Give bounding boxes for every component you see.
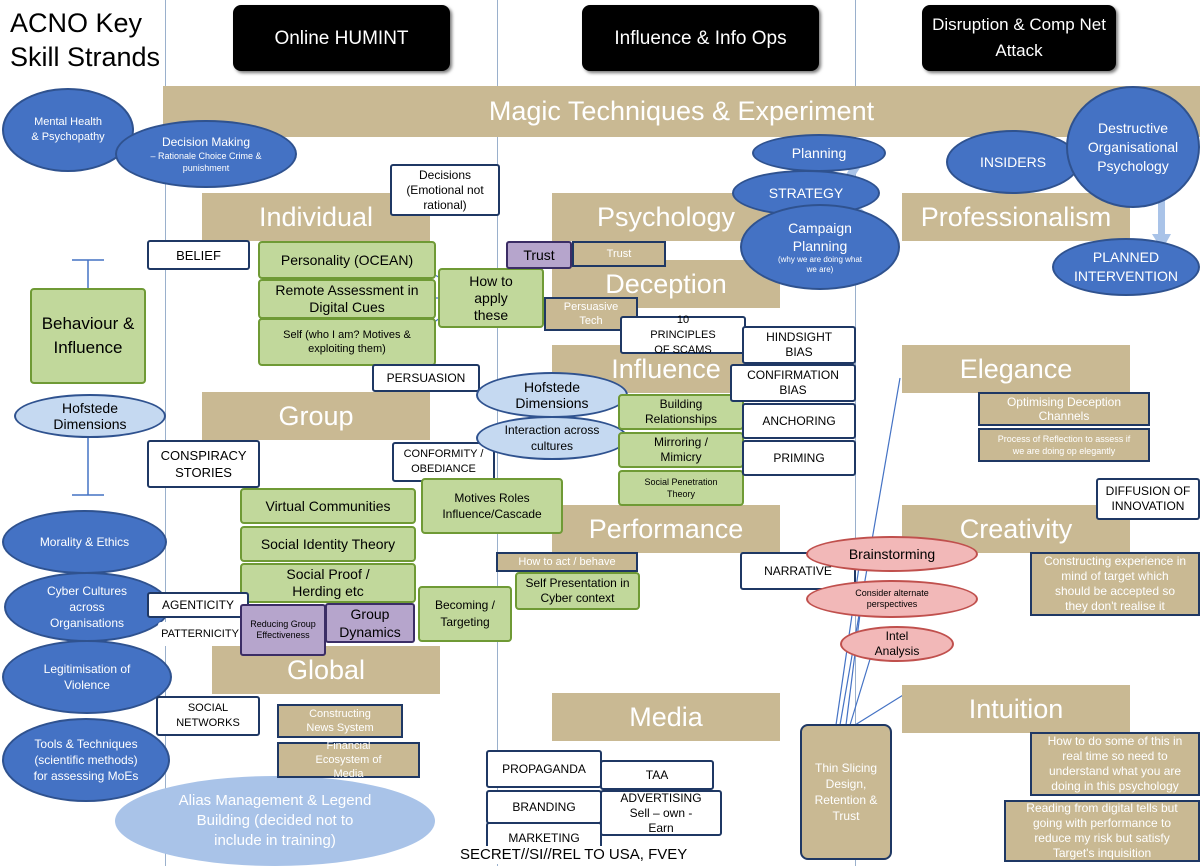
brainstorming-ellipse: Brainstorming — [806, 536, 978, 572]
cloud-insiders: INSIDERS — [946, 130, 1080, 194]
narrative-box: NARRATIVE — [740, 552, 856, 590]
trust-tan-box: Trust — [572, 241, 666, 267]
persuasive-tech-box: Persuasive Tech — [544, 297, 638, 331]
band-deception: Deception — [552, 260, 780, 308]
band-individual: Individual — [202, 193, 430, 241]
optimising-deception-box: Optimising Deception Channels — [978, 392, 1150, 426]
band-creativity: Creativity — [902, 505, 1130, 553]
band-performance: Performance — [552, 505, 780, 553]
cloud-morality-ethics: Morality & Ethics — [2, 510, 167, 574]
group-dynamics-box: Group Dynamics — [325, 603, 415, 643]
conformity-box: CONFORMITY / OBEDIANCE — [392, 442, 495, 482]
motives-roles-box: Motives Roles Influence/Cascade — [421, 478, 563, 534]
constructing-experience-box: Constructing experience in mind of targe… — [1030, 552, 1200, 616]
thin-slicing-box: Thin Slicing Design, Retention & Trust — [800, 724, 892, 860]
hofstede-dimensions-left: Hofstede Dimensions — [14, 394, 166, 438]
campaign-planning-sublabel: (why we are doing what we are) — [777, 255, 863, 274]
band-intuition: Intuition — [902, 685, 1130, 733]
band-media: Media — [552, 693, 780, 741]
hofstede-dimensions-mid: Hofstede Dimensions — [476, 372, 628, 418]
band-group: Group — [202, 392, 430, 440]
band-professionalism: Professionalism — [902, 193, 1130, 241]
cloud-campaign-planning: Campaign Planning (why we are doing what… — [740, 204, 900, 290]
cloud-alias-management: Alias Management & Legend Building (deci… — [115, 776, 435, 866]
alternate-perspectives-ellipse: Consider alternate perspectives — [806, 580, 978, 618]
cloud-cyber-cultures: Cyber Cultures across Organisations — [4, 572, 170, 642]
cloud-planning: Planning — [752, 134, 886, 172]
cloud-decision-making: Decision Making – Rationale Choice Crime… — [115, 120, 297, 188]
behaviour-influence-box: Behaviour & Influence — [30, 288, 146, 384]
ten-principles-scams-box: 10 PRINCIPLES OF SCAMS — [620, 314, 746, 356]
branding-box: BRANDING — [486, 790, 602, 824]
how-to-apply-box: How to apply these — [438, 268, 544, 328]
how-to-act-box: How to act / behave — [496, 552, 638, 572]
remote-assessment-box: Remote Assessment in Digital Cues — [258, 279, 436, 319]
real-time-box: How to do some of this in real time so n… — [1030, 732, 1200, 796]
social-penetration-box: Social Penetration Theory — [618, 470, 744, 506]
decision-making-label: Decision Making — [161, 135, 251, 149]
campaign-planning-label: Campaign Planning — [788, 220, 852, 254]
taa-box: TAA — [600, 760, 714, 790]
cloud-legitimisation: Legitimisation of Violence — [2, 640, 172, 714]
cloud-mental-health: Mental Health & Psychopathy — [2, 88, 134, 172]
cloud-tools-techniques: Tools & Techniques (scientific methods) … — [2, 718, 170, 802]
constructing-news-box: Constructing News System — [277, 704, 403, 738]
header-online-humint: Online HUMINT — [233, 5, 450, 71]
becoming-targeting-box: Becoming / Targeting — [418, 586, 512, 642]
personality-ocean-box: Personality (OCEAN) — [258, 241, 436, 279]
financial-ecosystem-box: Financial Ecosystem of Media — [277, 740, 420, 780]
advertising-box: ADVERTISING Sell – own - Earn — [600, 790, 722, 836]
social-networks-box: SOCIAL NETWORKS — [156, 696, 260, 736]
confirmation-bias-box: CONFIRMATION BIAS — [730, 364, 856, 402]
social-identity-box: Social Identity Theory — [240, 526, 416, 562]
band-global: Global — [212, 646, 440, 694]
agenticity-box: AGENTICITY — [147, 592, 249, 618]
reading-digital-tells-box: Reading from digital tells but going wit… — [1004, 800, 1200, 862]
persuasion-box: PERSUASION — [372, 364, 480, 392]
decision-making-sublabel: – Rationale Choice Crime & punishment — [150, 151, 262, 173]
trust-purple-box: Trust — [506, 241, 572, 269]
belief-box: BELIEF — [147, 240, 250, 270]
anchoring-box: ANCHORING — [742, 403, 856, 439]
priming-box: PRIMING — [742, 440, 856, 476]
column-divider-1 — [165, 0, 166, 866]
diffusion-innovation-box: DIFFUSION OF INNOVATION — [1096, 478, 1200, 520]
cloud-destructive-org-psych: Destructive Organisational Psychology — [1066, 86, 1200, 208]
cloud-planned-intervention: PLANNED INTERVENTION — [1052, 238, 1200, 296]
intel-analysis-ellipse: Intel Analysis — [840, 626, 954, 662]
virtual-communities-box: Virtual Communities — [240, 488, 416, 524]
interaction-cultures-ellipse: Interaction across cultures — [476, 416, 628, 460]
social-proof-box: Social Proof / Herding etc — [240, 563, 416, 603]
classification-footer: SECRET//SI//REL TO USA, FVEY — [460, 846, 720, 864]
header-disruption: Disruption & Comp Net Attack — [922, 5, 1116, 71]
header-influence-info-ops: Influence & Info Ops — [582, 5, 819, 71]
conspiracy-stories-box: CONSPIRACY STORIES — [147, 440, 260, 488]
page-title: ACNO Key Skill Strands — [10, 8, 161, 72]
self-motives-box: Self (who I am? Motives & exploiting the… — [258, 318, 436, 366]
reducing-group-effectiveness-box: Reducing Group Effectiveness — [240, 604, 326, 656]
process-of-reflection-box: Process of Reflection to assess if we ar… — [978, 428, 1150, 462]
decisions-box: Decisions (Emotional not rational) — [390, 164, 500, 216]
building-relationships-box: Building Relationships — [618, 394, 744, 430]
self-presentation-box: Self Presentation in Cyber context — [515, 572, 640, 610]
patternicity-box: PATTERNICITY — [158, 622, 242, 646]
hindsight-bias-box: HINDSIGHT BIAS — [742, 326, 856, 364]
band-elegance: Elegance — [902, 345, 1130, 393]
mirroring-mimicry-box: Mirroring / Mimicry — [618, 432, 744, 468]
band-magic-techniques: Magic Techniques & Experiment — [163, 86, 1200, 137]
propaganda-box: PROPAGANDA — [486, 750, 602, 788]
